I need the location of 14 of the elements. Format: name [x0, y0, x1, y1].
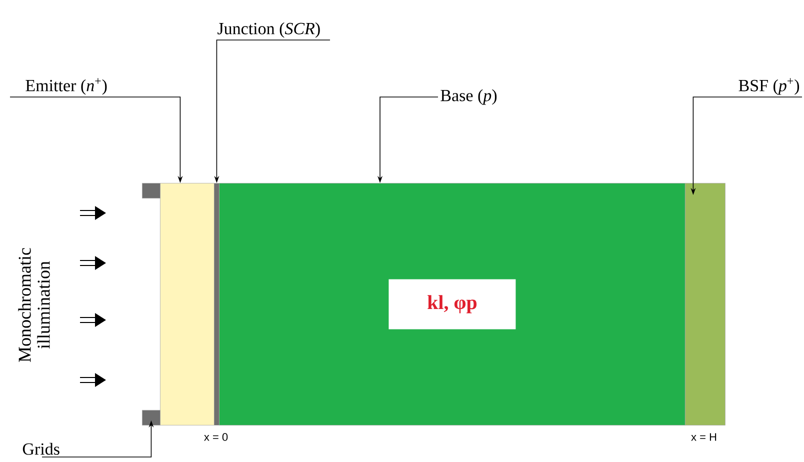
axis-position-label: x = 0 — [204, 433, 228, 441]
base-region — [219, 183, 686, 426]
bsf-layer — [685, 183, 726, 426]
leader-label: Emitter (n$^{+}$) — [26, 78, 107, 95]
value-box: kl, φp — [388, 279, 516, 330]
leader-label: Junction (SCR) — [218, 22, 320, 38]
junction-bar — [214, 183, 220, 426]
emitter-layer — [160, 183, 214, 426]
leader-label: Grids — [22, 442, 60, 455]
leader-label: BSF (p$^{+}$) — [738, 78, 800, 95]
leader-label: Base (p) — [440, 89, 497, 105]
illumination-label: Monochromatic illumination — [18, 248, 50, 362]
grid-contact — [142, 183, 160, 198]
grid-contact — [142, 410, 160, 426]
